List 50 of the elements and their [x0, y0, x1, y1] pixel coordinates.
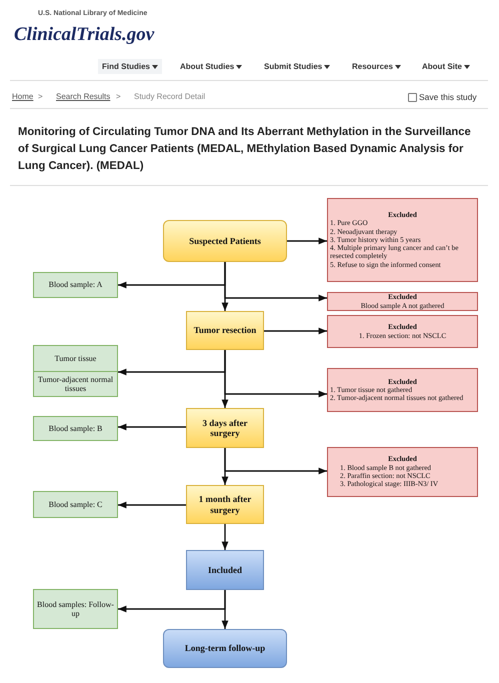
sample-box — [33, 345, 118, 397]
box-text: Tumor tissue — [54, 352, 98, 365]
page-title: Monitoring of Circulating Tumor DNA and Its Aberrant Methylation in the Surveillance of Surgical Lung Cancer Patients (MEDAL, MEthylation Based Dynamic Analysis for Lung Cancer). (MEDAL) — [18, 125, 472, 174]
breadcrumb-current: Study Record Detail — [134, 92, 206, 101]
box-text: Blood sample: C — [48, 500, 104, 510]
box-text: Suspected Patients — [188, 236, 262, 246]
sample-box — [33, 589, 118, 629]
process-box — [186, 311, 264, 350]
breadcrumb-link: Search Results — [56, 92, 110, 101]
box-text: Blood sample: B — [48, 424, 104, 434]
exclusion-box — [327, 447, 478, 497]
nav-menu-link: About Site — [418, 59, 474, 74]
sample-box — [33, 272, 118, 298]
arrow — [287, 238, 327, 244]
arrow — [118, 502, 186, 508]
exclusion-box — [327, 198, 478, 282]
breadcrumb-separator: > — [38, 92, 43, 101]
arrow — [222, 590, 228, 629]
box-text: Included — [206, 564, 243, 576]
site-name: ClinicalTrials.gov — [14, 24, 154, 46]
sample-box — [33, 416, 118, 441]
box-text: Blood sample: A — [48, 280, 104, 290]
box-text: Long-term follow-up — [184, 643, 266, 654]
nav-menu-link: Find Studies — [98, 59, 162, 74]
arrow — [264, 328, 327, 334]
exclusion-box — [327, 315, 478, 348]
nav-menu-link: Resources — [348, 59, 406, 74]
box-text: 1 month after surgery — [198, 494, 252, 515]
process-box — [186, 550, 264, 590]
process-box — [186, 485, 264, 524]
checkbox-label: Save this study — [419, 92, 477, 102]
breadcrumb-separator: > — [116, 92, 121, 101]
arrow — [118, 424, 186, 430]
sample-box — [33, 491, 118, 518]
exclusion-box — [327, 292, 478, 311]
exclusion-box — [327, 368, 478, 412]
box-text: Tumor-adjacent normal tissues — [34, 370, 117, 396]
arrow — [222, 448, 228, 485]
process-box — [163, 629, 287, 668]
process-box — [186, 408, 264, 448]
arrow — [222, 350, 228, 408]
box-text: 3 days after surgery — [202, 418, 248, 438]
nav-menu-link: About Studies — [176, 59, 246, 74]
box-text: Tumor resection — [192, 325, 258, 336]
breadcrumb-link: Home — [12, 92, 34, 101]
arrow — [222, 524, 228, 550]
arrow — [222, 262, 228, 311]
process-box — [163, 220, 287, 262]
box-text: Blood samples: Follow-up — [36, 600, 115, 618]
nav-menu-link: Submit Studies — [260, 59, 334, 74]
